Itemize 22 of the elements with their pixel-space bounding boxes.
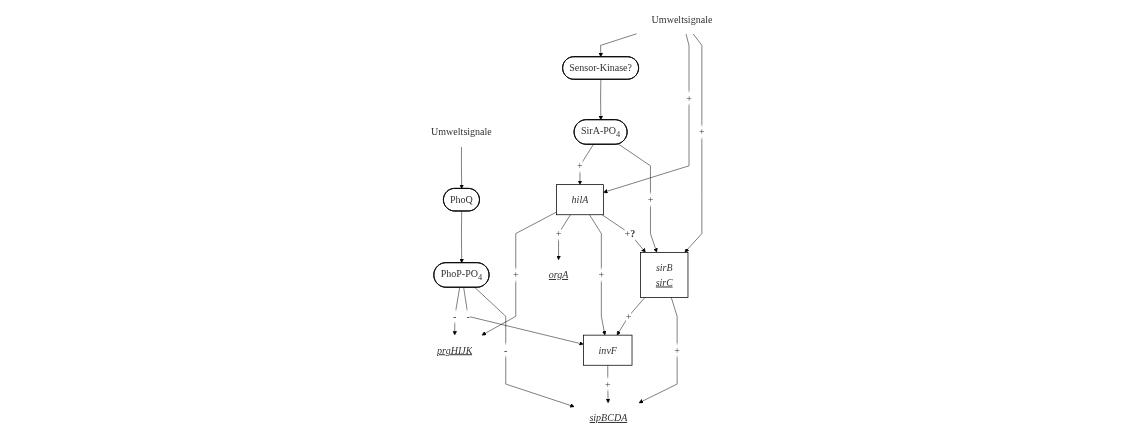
edge-label: +? (624, 228, 636, 240)
node-text: sipBCDA (589, 412, 628, 424)
edge-label: + (647, 194, 654, 206)
edge-label: + (513, 269, 519, 281)
edge-label: - (466, 310, 471, 322)
node-text: orgA (548, 269, 569, 281)
node-box: invF (583, 334, 633, 366)
node-box: hilA (556, 184, 605, 216)
edge-label: - (504, 344, 508, 356)
edge-label: - (453, 310, 457, 322)
edge-label: + (598, 269, 605, 281)
node-box: sirB sirC (640, 252, 689, 298)
edge-label: + (686, 92, 693, 104)
edge-label: + (626, 310, 632, 322)
edge-label: + (556, 228, 562, 240)
edge-label: + (605, 378, 611, 390)
node-text: Umweltsignale (431, 126, 493, 138)
edge-label: + (674, 344, 681, 356)
node-text: prgHIJK (437, 344, 473, 356)
edge-label: + (577, 160, 584, 172)
node-text: Umweltsignale (651, 13, 713, 25)
edge-label: + (699, 126, 705, 138)
